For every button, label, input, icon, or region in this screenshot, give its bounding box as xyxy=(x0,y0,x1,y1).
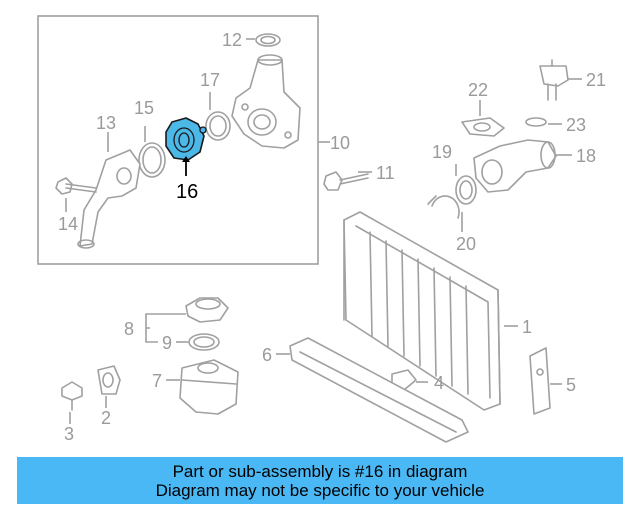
part-3-bolt xyxy=(61,381,83,411)
inset-frame xyxy=(37,15,319,265)
info-banner: Part or sub-assembly is #16 in diagram D… xyxy=(17,457,623,504)
part-11-bolt xyxy=(323,171,369,191)
parts-diagram: 1 2 3 4 5 6 7 8 9 10 11 12 13 14 15 16 1… xyxy=(37,15,606,444)
part-13-pipe xyxy=(77,149,141,249)
part-6-air-guide xyxy=(289,337,469,443)
callout-13: 13 xyxy=(96,113,116,133)
part-17-gasket xyxy=(205,111,231,141)
callout-10: 10 xyxy=(330,133,350,153)
part-10-housing xyxy=(231,54,301,149)
part-9-seal xyxy=(188,333,220,351)
callout-8: 8 xyxy=(124,319,134,339)
callout-9: 9 xyxy=(162,333,172,353)
callout-3: 3 xyxy=(64,424,74,444)
callout-12: 12 xyxy=(222,30,242,50)
callout-19: 19 xyxy=(432,142,452,162)
part-7-reservoir xyxy=(179,359,239,415)
part-1-radiator xyxy=(343,211,501,411)
callout-22: 22 xyxy=(468,80,488,100)
callout-14: 14 xyxy=(58,214,78,234)
part-23-oring xyxy=(525,117,547,127)
callout-5: 5 xyxy=(566,375,576,395)
callout-17: 17 xyxy=(200,70,220,90)
part-16-highlighted xyxy=(165,117,207,161)
part-20-clamp xyxy=(427,195,460,219)
part-8-cap xyxy=(185,297,229,323)
part-18-flange xyxy=(473,139,557,193)
callout-11: 11 xyxy=(376,163,395,183)
part-22-gasket xyxy=(461,117,505,137)
callout-7: 7 xyxy=(152,371,162,391)
callout-15: 15 xyxy=(134,98,154,118)
callout-18: 18 xyxy=(576,146,596,166)
callout-21: 21 xyxy=(586,70,606,90)
callout-6: 6 xyxy=(262,345,272,365)
part-19-seal xyxy=(455,175,477,205)
banner-line-1: Part or sub-assembly is #16 in diagram xyxy=(172,461,468,481)
callout-16-highlighted: 16 xyxy=(176,181,198,203)
part-12-seal xyxy=(255,33,281,47)
callout-20: 20 xyxy=(456,234,476,254)
banner-line-2: Diagram may not be specific to your vehi… xyxy=(155,480,485,500)
part-14-bolt xyxy=(55,177,97,195)
callout-1: 1 xyxy=(522,317,532,337)
part-2-bush xyxy=(97,365,121,395)
part-15-oring xyxy=(138,142,166,178)
part-21-sensor xyxy=(539,59,569,101)
part-5-bracket xyxy=(529,347,551,415)
callout-23: 23 xyxy=(566,115,586,135)
callout-2: 2 xyxy=(101,408,111,428)
callout-4: 4 xyxy=(434,373,444,393)
